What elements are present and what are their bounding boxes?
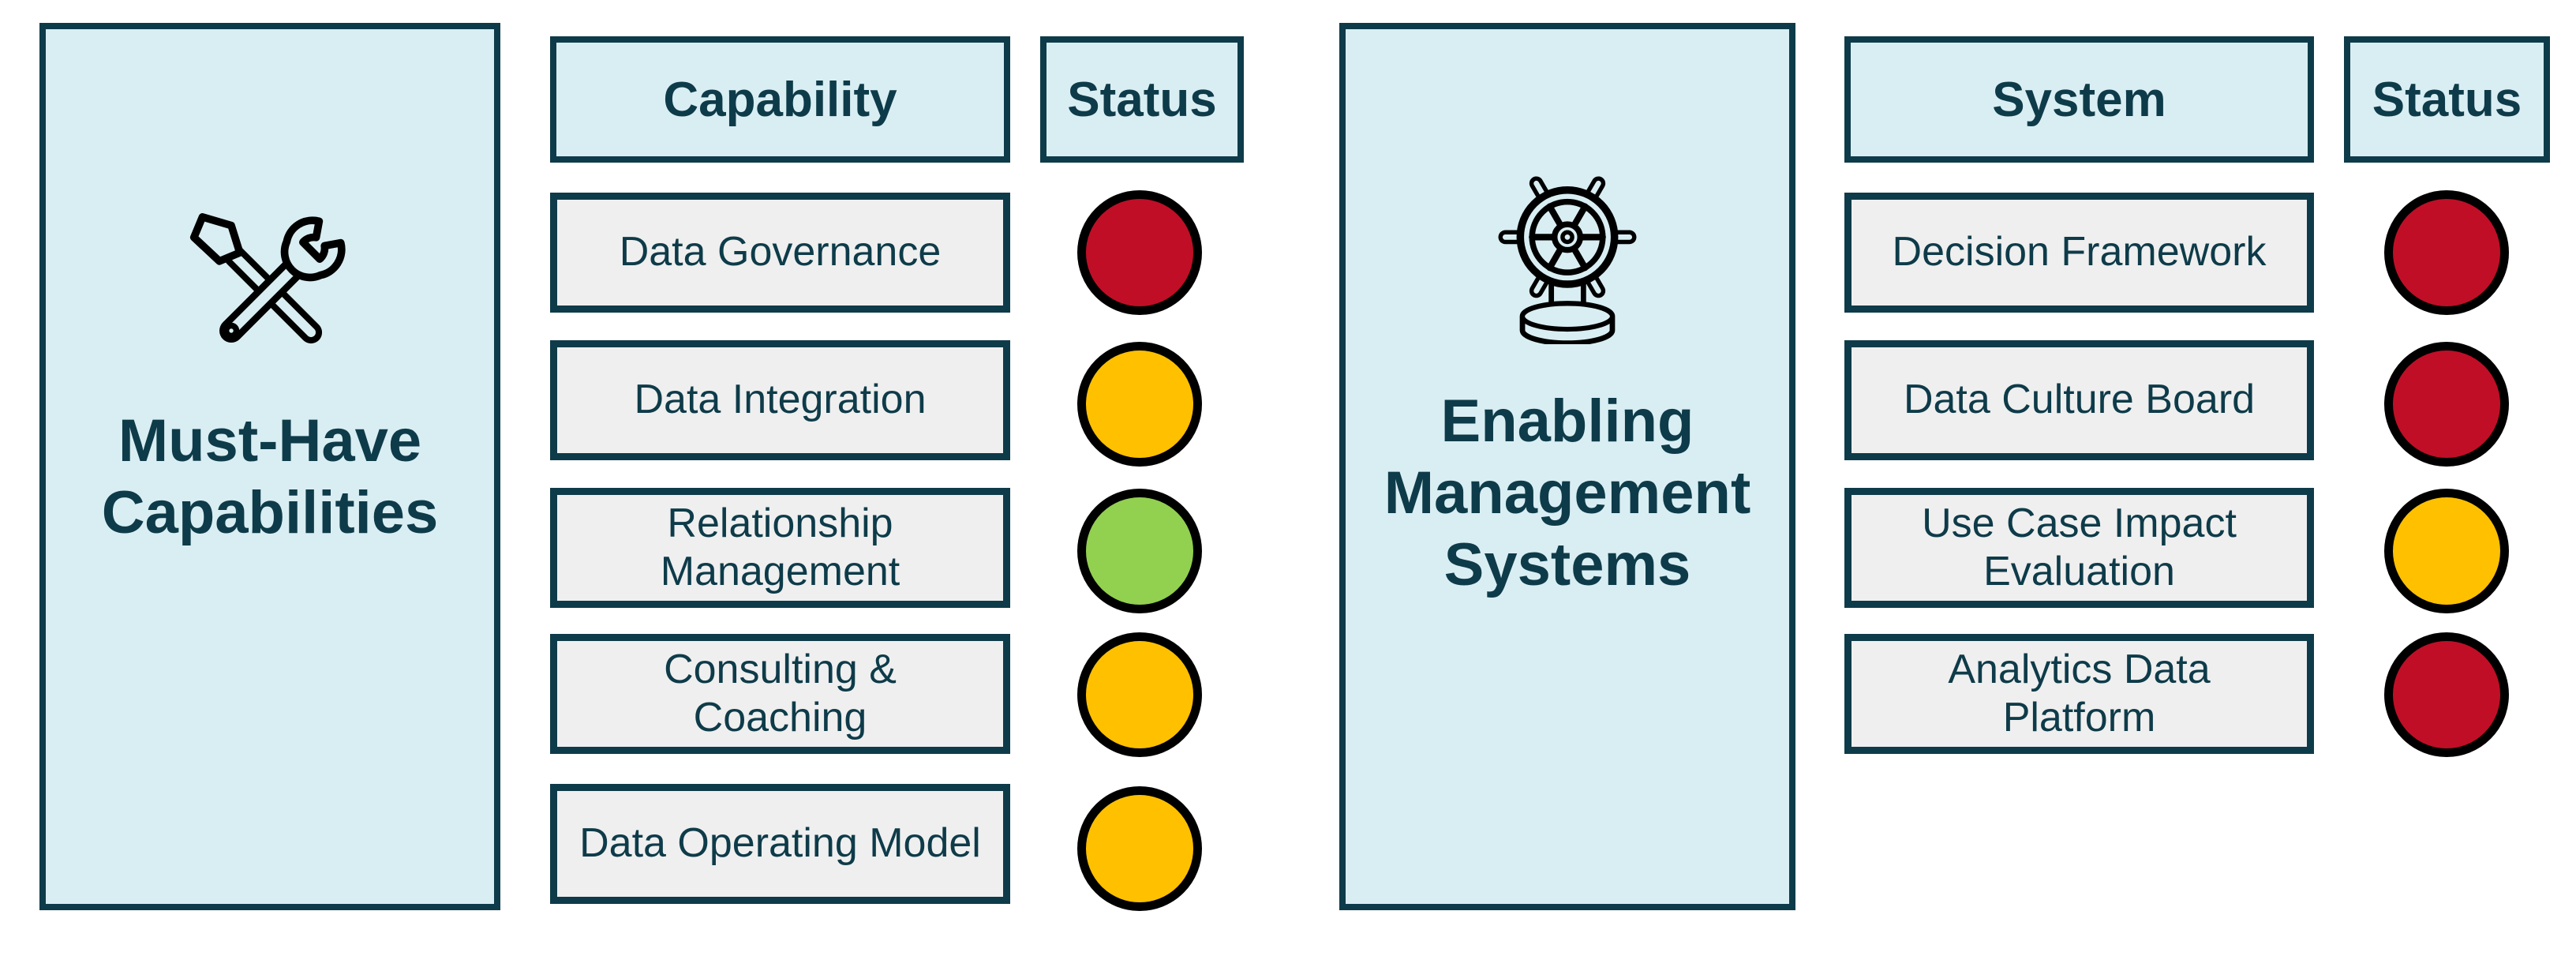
status-dot-red <box>2384 342 2509 467</box>
status-dot-amber <box>2384 489 2509 613</box>
status-dot-red <box>2384 632 2509 757</box>
capability-item-data-operating-model: Data Operating Model <box>550 784 1010 904</box>
must-have-capabilities-panel: Must-Have Capabilities <box>39 23 500 910</box>
status-dot-red <box>1077 190 1202 315</box>
system-item-analytics-data-platform: Analytics Data Platform <box>1844 634 2314 754</box>
enabling-management-systems-panel: Enabling Management Systems <box>1339 23 1795 910</box>
capability-item-relationship-management: Relationship Management <box>550 488 1010 608</box>
panel-title-enabling-management-systems: Enabling Management Systems <box>1383 388 1751 599</box>
system-item-use-case-impact-evaluation: Use Case Impact Evaluation <box>1844 488 2314 608</box>
status-dot-amber <box>1077 786 1202 911</box>
status-dot-green <box>1077 489 1202 613</box>
tools-icon <box>189 213 346 344</box>
ship-wheel-icon <box>1498 176 1637 344</box>
status-dot-amber <box>1077 342 1202 467</box>
capability-item-data-governance: Data Governance <box>550 193 1010 313</box>
status-dot-amber <box>1077 632 1202 757</box>
status-column-header-left: Status <box>1040 36 1244 163</box>
capability-item-consulting-coaching: Consulting & Coaching <box>550 634 1010 754</box>
panel-title-must-have-capabilities: Must-Have Capabilities <box>101 407 439 547</box>
system-column-header: System <box>1844 36 2314 163</box>
capability-item-data-integration: Data Integration <box>550 340 1010 460</box>
status-column-header-right: Status <box>2344 36 2550 163</box>
system-item-decision-framework: Decision Framework <box>1844 193 2314 313</box>
system-item-data-culture-board: Data Culture Board <box>1844 340 2314 460</box>
status-dot-red <box>2384 190 2509 315</box>
capability-column-header: Capability <box>550 36 1010 163</box>
